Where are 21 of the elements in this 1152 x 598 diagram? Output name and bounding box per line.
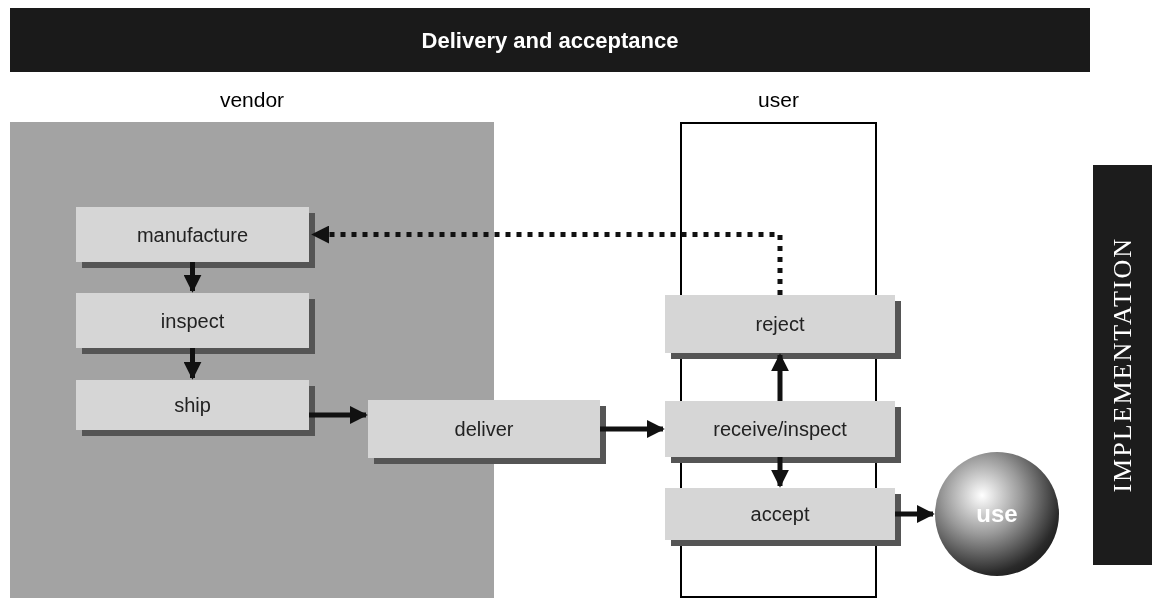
step-label: deliver (454, 417, 514, 442)
step-label: manufacture (136, 222, 249, 248)
step-label: inspect (160, 308, 225, 334)
title: Delivery and acceptance (421, 26, 679, 55)
arrow (309, 406, 368, 424)
step-label: ship (174, 393, 211, 418)
arrow (183, 262, 202, 293)
column-heading: user (757, 87, 800, 113)
band-label: IMPLEMENTATION (1107, 237, 1138, 493)
step-label: accept (750, 502, 810, 527)
side-band (1093, 165, 1152, 565)
step-label: receive/inspect (713, 417, 847, 442)
arrow (895, 505, 935, 523)
step-label: reject (755, 312, 805, 337)
arrow (771, 457, 789, 488)
arrow (771, 353, 789, 401)
use-label: use (976, 499, 1018, 529)
dotted-arrow (311, 225, 783, 295)
arrow (183, 348, 202, 380)
arrow (600, 420, 665, 438)
column-heading: vendor (218, 87, 286, 113)
